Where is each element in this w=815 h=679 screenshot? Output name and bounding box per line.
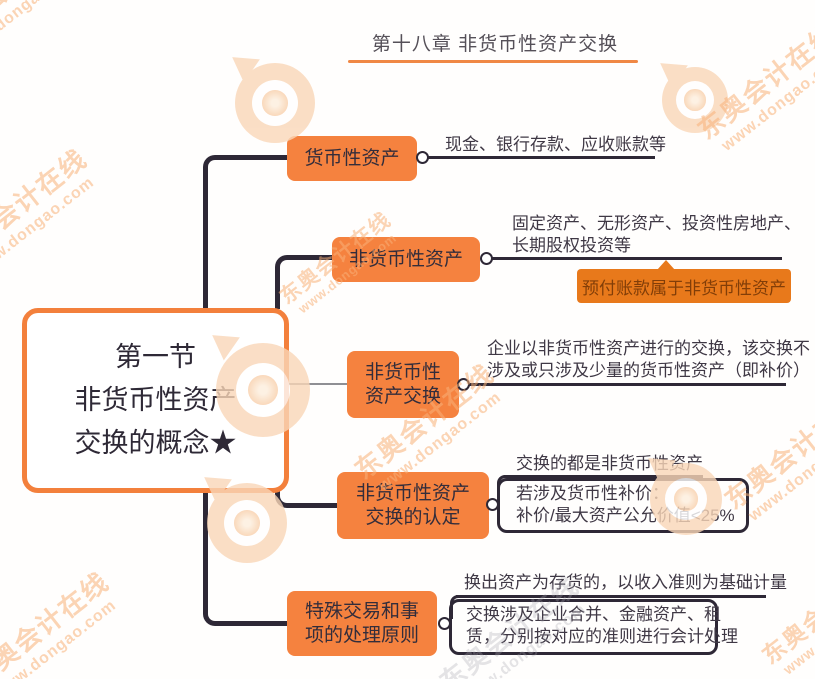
note-premium-rule: 若涉及货币性补价： 补价/最大资产公允价值<25% [516,484,735,525]
branch2-underline [485,257,782,260]
node-nonmonetary-assets[interactable]: 非货币性资产 [332,237,480,282]
branch4-underline [504,475,703,478]
connector-line-branch2 [275,255,333,309]
node-exchange-recognition[interactable]: 非货币性资产 交换的认定 [337,472,489,539]
branch5-underline [456,595,766,598]
collapse-toggle-1[interactable] [416,151,429,164]
connector-line-branch1 [203,155,288,309]
node-special-transactions[interactable]: 特殊交易和事 项的处理原则 [287,591,437,656]
collapse-toggle-2[interactable] [480,252,493,265]
connector-line-branch3 [289,383,347,385]
collapse-toggle-3[interactable] [457,378,470,391]
callout-text: 预付账款属于非货币性资产 [582,278,786,298]
detail-box-other-standards [449,599,718,655]
brand-logo-icon [223,45,315,143]
note-other-standards: 交换涉及企业合并、金融资产、租 赁，分别按对应的准则进行会计处理 [466,605,738,646]
connector-line-branch5 [203,490,288,626]
node-monetary-assets[interactable]: 货币性资产 [287,136,417,181]
root-node[interactable]: 第一节 非货币性资产 交换的概念★ [22,308,289,493]
callout-pointer-icon [657,260,675,270]
note-exchange-definition: 企业以非货币性资产进行的交换，该交换不 涉及或只涉及少量的货币性资产（即补价） [487,339,810,380]
note-nonmonetary-assets: 固定资产、无形资产、投资性房地产、 长期股权投资等 [512,214,801,255]
branch3-underline [462,383,786,386]
brand-logo-icon [652,51,728,133]
callout-prepayment: 预付账款属于非货币性资产 [577,260,791,303]
collapse-toggle-4[interactable] [486,498,499,511]
chapter-title: 第十八章 非货币性资产交换 [371,34,619,55]
collapse-toggle-5[interactable] [438,617,451,630]
branch1-underline [421,156,655,159]
title-underline [348,60,638,63]
node-nonmonetary-exchange[interactable]: 非货币性 资产交换 [347,351,459,418]
note-recognition: 交换的都是非货币性资产 [516,454,703,473]
note-monetary-assets: 现金、银行存款、应收账款等 [445,135,666,154]
note-inventory-rule: 换出资产为存货的，以收入准则为基础计量 [464,573,787,592]
